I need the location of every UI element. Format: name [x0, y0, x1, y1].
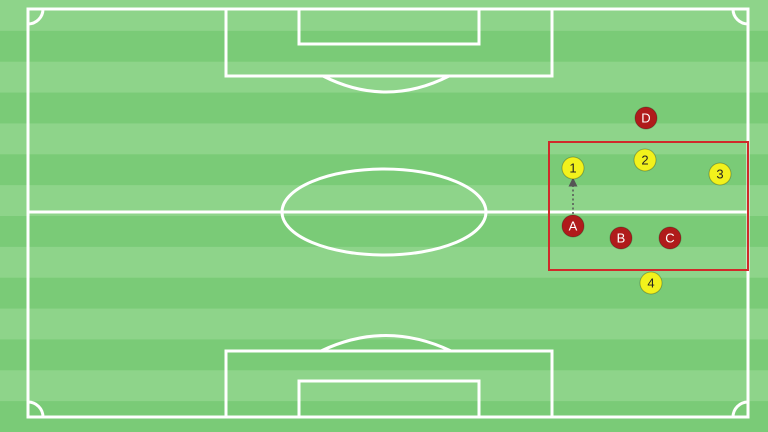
- yellow-player-4: 4: [639, 271, 663, 295]
- grass-stripe: [0, 370, 768, 402]
- corner-arc-top-right: [731, 8, 749, 26]
- corner-arc-top-left: [27, 8, 45, 26]
- grass-stripe: [0, 123, 768, 155]
- yellow-player-4-marker: [639, 271, 663, 295]
- red-player-a: A: [561, 214, 585, 238]
- grass-stripe: [0, 339, 768, 371]
- red-player-b-label: B: [617, 231, 626, 246]
- top-penalty-arc: [322, 74, 450, 94]
- yellow-player-3-label: 3: [716, 167, 723, 182]
- grass-stripe: [0, 30, 768, 63]
- yellow-player-2-marker: [633, 148, 657, 172]
- center-circle: [280, 167, 488, 257]
- yellow-player-4-label: 4: [647, 276, 654, 291]
- red-player-b: B: [609, 226, 633, 250]
- players-layer: 1 2 3 4 A B C D: [561, 106, 732, 295]
- grass-stripe: [0, 0, 768, 32]
- grass-stripe: [0, 246, 768, 279]
- red-player-d-marker: [634, 106, 658, 130]
- red-player-c-marker: [658, 226, 682, 250]
- red-player-b-marker: [609, 226, 633, 250]
- bottom-goal-box: [297, 379, 481, 419]
- grass-stripe: [0, 216, 768, 248]
- red-player-c-label: C: [665, 231, 674, 246]
- yellow-player-3-marker: [708, 162, 732, 186]
- red-player-c: C: [658, 226, 682, 250]
- yellow-player-1-label: 1: [569, 161, 576, 176]
- bottom-penalty-arc: [320, 334, 452, 353]
- yellow-player-2-label: 2: [641, 153, 648, 168]
- yellow-player-2: 2: [633, 148, 657, 172]
- top-goal-box: [297, 7, 481, 46]
- zone-rectangle: [548, 141, 749, 271]
- corner-arc-bottom-left: [27, 400, 45, 418]
- red-player-a-label: A: [569, 219, 578, 234]
- yellow-player-1-marker: [561, 156, 585, 180]
- corner-arc-bottom-right: [731, 400, 749, 418]
- yellow-player-3: 3: [708, 162, 732, 186]
- yellow-player-1: 1: [561, 156, 585, 180]
- red-player-a-marker: [561, 214, 585, 238]
- red-player-d: D: [634, 106, 658, 130]
- red-player-d-label: D: [641, 111, 650, 126]
